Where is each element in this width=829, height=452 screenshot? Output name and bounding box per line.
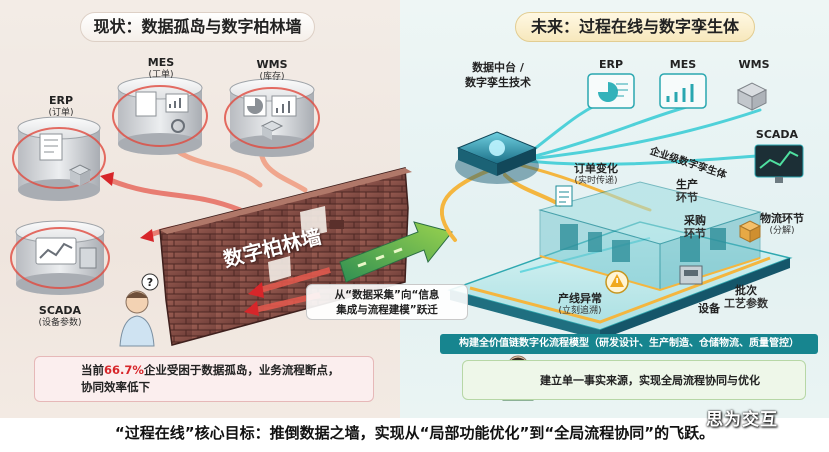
warning-rest: 企业受困于数据孤岛，业务流程断点， bbox=[144, 363, 340, 377]
erp-module-icon bbox=[588, 74, 634, 108]
transition-line-2: 集成与流程建模”跃迁 bbox=[307, 303, 467, 318]
node-order-change: 订单变化(实时传递) bbox=[574, 162, 618, 188]
mes-module-icon bbox=[660, 74, 706, 108]
logistics-box-icon bbox=[740, 221, 760, 242]
scada-label: SCADA(设备参数) bbox=[20, 304, 100, 330]
single-source-text: 建立单一事实来源，实现全局流程协同与优化 bbox=[540, 372, 760, 388]
node-logistics: 物流环节(分解) bbox=[760, 212, 804, 238]
line-alert-icon bbox=[606, 271, 628, 293]
transition-caption: 从“数据采集”向“信息 集成与流程建模”跃迁 bbox=[306, 284, 468, 320]
scada-database-icon bbox=[11, 221, 109, 295]
data-hub-label: 数据中台 / 数字孪生技术 bbox=[458, 60, 538, 90]
wms-database-icon bbox=[225, 79, 319, 157]
warning-box: 当前66.7%企业受困于数据孤岛，业务流程断点， 协同效率低下 bbox=[34, 356, 374, 402]
right-scada-label: SCADA bbox=[752, 128, 802, 141]
warning-prefix: 当前 bbox=[81, 363, 104, 377]
wms-module-icon bbox=[738, 83, 766, 110]
hub-label-line-1: 数据中台 / bbox=[458, 60, 538, 75]
erp-label: ERP(订单) bbox=[36, 94, 86, 120]
digital-twin-platform bbox=[450, 182, 790, 340]
mes-database-icon bbox=[113, 77, 207, 155]
core-goal-text: “过程在线”核心目标：推倒数据之墙，实现从“局部功能优化”到“全局流程协同”的飞… bbox=[0, 421, 829, 445]
mes-label: MES(工单) bbox=[136, 56, 186, 82]
equipment-icon bbox=[680, 266, 702, 284]
node-procurement: 采购环节 bbox=[684, 214, 706, 240]
svg-text:?: ? bbox=[147, 276, 153, 289]
wms-label: WMS(库存) bbox=[245, 58, 299, 84]
warning-percentage: 66.7% bbox=[104, 363, 144, 377]
node-production: 生产环节 bbox=[676, 178, 698, 204]
erp-database-icon bbox=[13, 117, 105, 201]
scada-module-icon bbox=[755, 145, 803, 183]
node-equipment: 设备 bbox=[698, 302, 720, 315]
value-chain-bar: 构建全价值链数字化流程模型（研发设计、生产制造、仓储物流、质量管控） bbox=[440, 334, 818, 354]
node-batch-params: 批次工艺参数 bbox=[724, 284, 768, 310]
transition-line-1: 从“数据采集”向“信息 bbox=[307, 288, 467, 303]
future-state-title: 未来：过程在线与数字孪生体 bbox=[515, 12, 755, 42]
right-erp-label: ERP bbox=[594, 58, 628, 71]
node-line-exception: 产线异常(立刻追溯) bbox=[558, 292, 602, 318]
data-hub-icon bbox=[455, 132, 539, 184]
warning-line-1: 当前66.7%企业受困于数据孤岛，业务流程断点， bbox=[81, 362, 373, 379]
warning-line-2: 协同效率低下 bbox=[81, 379, 373, 396]
current-state-title: 现状：数据孤岛与数字柏林墙 bbox=[80, 12, 315, 42]
order-change-icon bbox=[556, 186, 572, 206]
right-mes-label: MES bbox=[666, 58, 700, 71]
right-wms-label: WMS bbox=[734, 58, 774, 71]
hub-label-line-2: 数字孪生技术 bbox=[458, 75, 538, 90]
confused-worker-icon: ? bbox=[120, 274, 158, 346]
brand-watermark: 思为交互 bbox=[706, 405, 778, 430]
